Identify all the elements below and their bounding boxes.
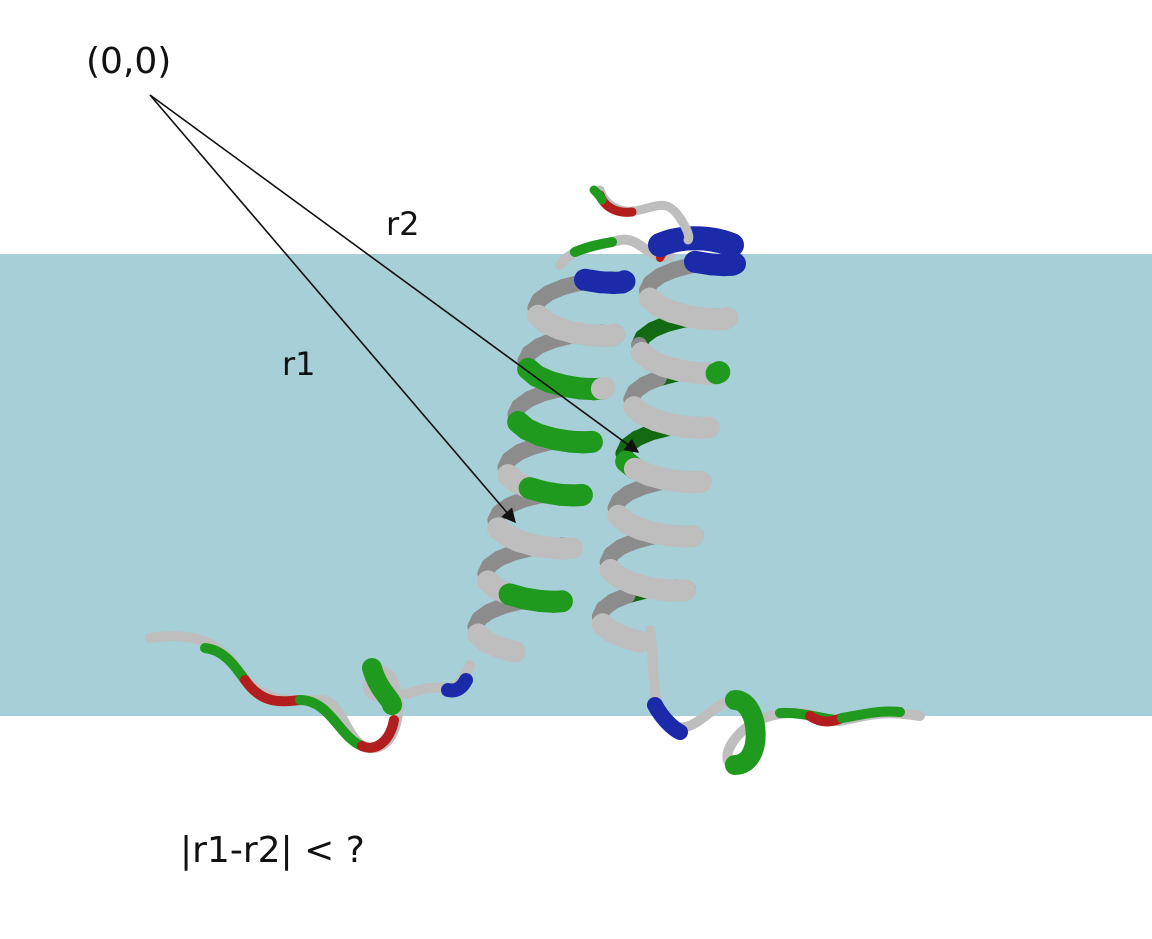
left-tail-red [240, 675, 305, 707]
left-helix-segment [572, 430, 603, 454]
right-helix-segment [713, 306, 739, 330]
left-helix-segment [562, 484, 593, 507]
r1-label: r1 [282, 345, 316, 383]
top-loop-blue-coil [648, 226, 744, 257]
left-tail-blue [441, 673, 473, 698]
left-tail-red-2 [357, 715, 399, 753]
distance-question-label: |r1-r2| < ? [180, 830, 365, 871]
right-helix-segment [721, 252, 746, 276]
left-helix-segment [600, 323, 626, 347]
right-helix-segment [613, 626, 651, 653]
left-tail-green-coil [362, 658, 402, 715]
left-helix-segment [610, 270, 636, 294]
left-helix-segment [542, 590, 573, 613]
left-helix-segment [552, 537, 583, 560]
right-helix-segment [705, 361, 731, 385]
r2-label: r2 [386, 205, 420, 243]
transmembrane-helix-pair-icon [145, 185, 925, 775]
r2-vector-arrow [149, 94, 640, 453]
r1-vector-arrow [149, 94, 516, 524]
right-tail-green-coil [725, 690, 766, 775]
right-tail-green-2 [837, 706, 905, 723]
left-helix-segment [488, 636, 526, 663]
top-loop-green [570, 237, 617, 257]
left-tail-green-2 [295, 695, 367, 751]
top-tail-green [589, 185, 607, 205]
right-helix-segment [689, 416, 720, 439]
left-helix-segment [590, 376, 616, 400]
right-tail-blue [647, 697, 688, 740]
origin-label: (0,0) [86, 41, 172, 82]
